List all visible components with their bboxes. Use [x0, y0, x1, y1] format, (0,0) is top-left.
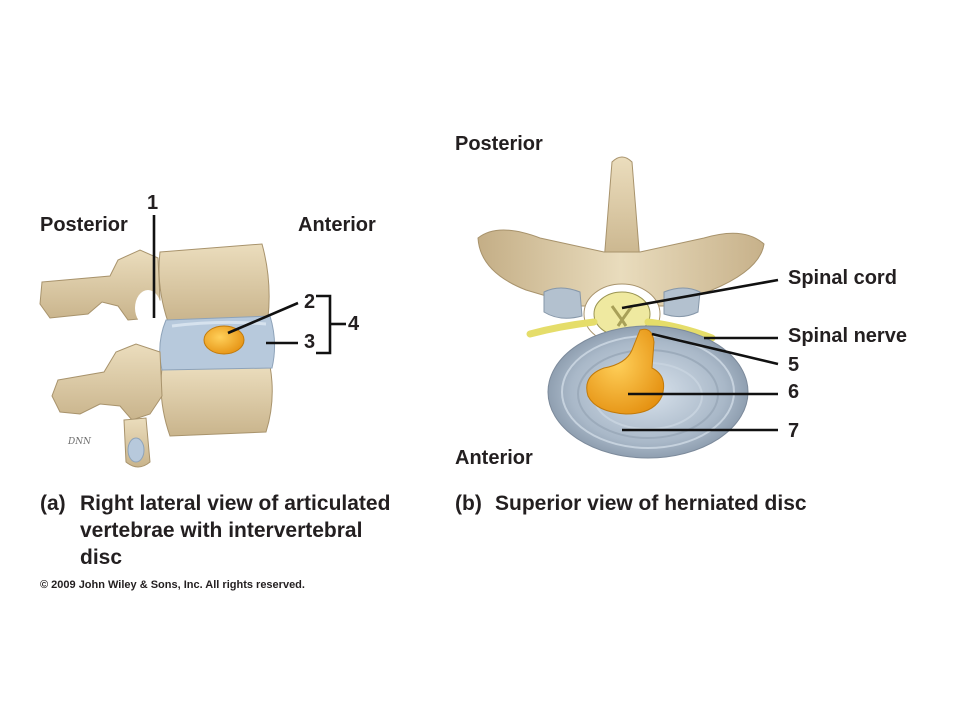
caption-a-line-2: vertebrae with intervertebral: [80, 519, 363, 542]
caption-b-prefix: (b): [455, 492, 482, 515]
callout-7: 7: [788, 420, 800, 442]
callout-3: 3: [304, 331, 316, 353]
posterior-label-a: Posterior: [40, 214, 128, 236]
caption-a-prefix: (a): [40, 492, 66, 515]
posterior-label-b: Posterior: [455, 133, 543, 155]
leader-lines-a: [152, 215, 346, 355]
callout-1: 1: [147, 192, 159, 214]
caption-a-line-1: Right lateral view of articulated: [80, 492, 391, 515]
lateral-vertebrae-drawing: DNN: [39, 243, 276, 468]
callout-2: 2: [304, 291, 316, 313]
caption-a-line-3: disc: [80, 546, 123, 569]
caption-b: Superior view of herniated disc: [495, 492, 807, 515]
callout-4: 4: [348, 313, 360, 335]
spinal-cord-label: Spinal cord: [788, 267, 897, 289]
anterior-label-a: Anterior: [298, 214, 376, 236]
leader-lines-b: [621, 278, 779, 432]
superior-vertebra-drawing: [477, 156, 765, 459]
copyright-notice: © 2009 John Wiley & Sons, Inc. All right…: [40, 579, 305, 591]
anterior-label-b: Anterior: [455, 447, 533, 469]
artist-signature: DNN: [67, 437, 92, 447]
callout-5: 5: [788, 354, 800, 376]
callout-6: 6: [788, 381, 800, 403]
spinal-nerve-label: Spinal nerve: [788, 325, 907, 347]
